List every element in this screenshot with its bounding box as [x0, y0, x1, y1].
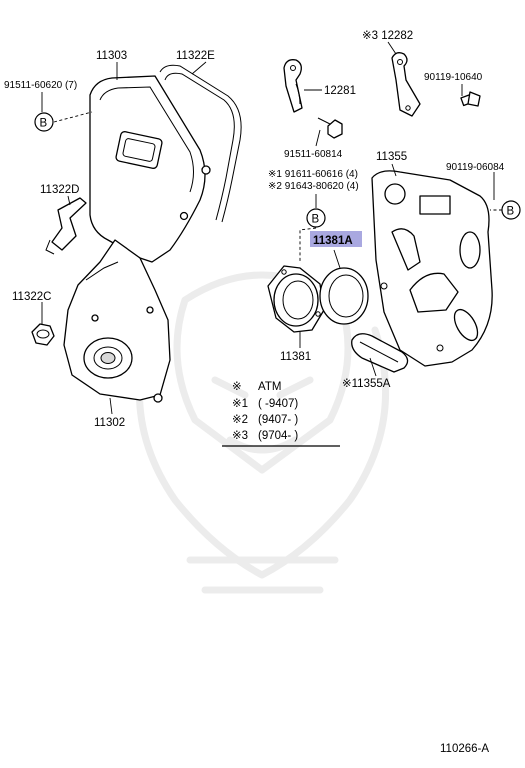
- svg-text:B: B: [507, 206, 515, 218]
- bolt-91511-60814: [317, 117, 343, 139]
- legend-mark-2: ※2: [232, 414, 248, 426]
- legend-mark-0: ※: [232, 381, 242, 393]
- bracket-12281: [283, 59, 303, 113]
- end-plate-11355: [371, 170, 493, 367]
- legend-text-2: (9407- ): [258, 414, 298, 426]
- label-11381: 11381: [280, 351, 311, 363]
- upper-timing-cover: [89, 75, 211, 263]
- diagram-id: 110266-A: [440, 743, 489, 755]
- part-labels: 11303 11322E 91511-60620 (7) 11322D 1132…: [4, 30, 505, 429]
- legend-text-0: ATM: [258, 381, 281, 393]
- legend-mark-1: ※1: [232, 398, 248, 410]
- legend-mark-3: ※3: [232, 430, 248, 442]
- label-11355: 11355: [376, 151, 407, 163]
- legend-text-3: (9704- ): [258, 430, 298, 442]
- label-11322c: 11322C: [12, 291, 51, 303]
- label-11381a[interactable]: 11381A: [313, 235, 353, 247]
- label-90119-10640: 90119-10640: [424, 72, 483, 83]
- seal-11355a: [351, 333, 409, 373]
- label-90119-06084: 90119-06084: [446, 162, 505, 173]
- leader-lines: [41, 41, 502, 415]
- svg-text:B: B: [40, 118, 48, 130]
- label-11322d: 11322D: [40, 184, 79, 196]
- label-11303: 11303: [96, 50, 127, 62]
- ref-circle-b-center: B: [306, 208, 326, 228]
- gasket-11322d: [45, 197, 87, 255]
- label-91643-80620: ※2 91643-80620 (4): [268, 181, 359, 192]
- bracket-12282: [391, 52, 421, 117]
- label-91511-60814: 91511-60814: [284, 149, 343, 160]
- label-12281: 12281: [324, 85, 356, 97]
- highlight-11381a: [310, 231, 362, 247]
- ring-11381: [267, 265, 325, 333]
- label-12282: ※3 12282: [362, 30, 413, 42]
- label-11322e: 11322E: [176, 50, 215, 62]
- legend-text-1: ( -9407): [258, 398, 298, 410]
- label-11302: 11302: [94, 417, 125, 429]
- label-91611-60616: ※1 91611-60616 (4): [268, 169, 358, 180]
- label-11355a: ※11355A: [342, 378, 391, 390]
- label-91511-60620: 91511-60620 (7): [4, 80, 77, 91]
- cover-gasket-11322e: [159, 64, 242, 223]
- ref-circle-b-right: B: [501, 200, 521, 220]
- watermark-emblem: [135, 271, 390, 594]
- applicability-legend: ※ ATM ※1 ( -9407) ※2 (9407- ) ※3 (9704- …: [222, 381, 340, 447]
- svg-text:B: B: [312, 214, 320, 226]
- grommet-11322c: [31, 323, 55, 346]
- ring-11381a: [319, 267, 369, 325]
- ref-circle-b-left: B: [34, 112, 54, 132]
- bolt-90119-10640: [460, 91, 481, 107]
- lower-timing-cover: [63, 239, 171, 403]
